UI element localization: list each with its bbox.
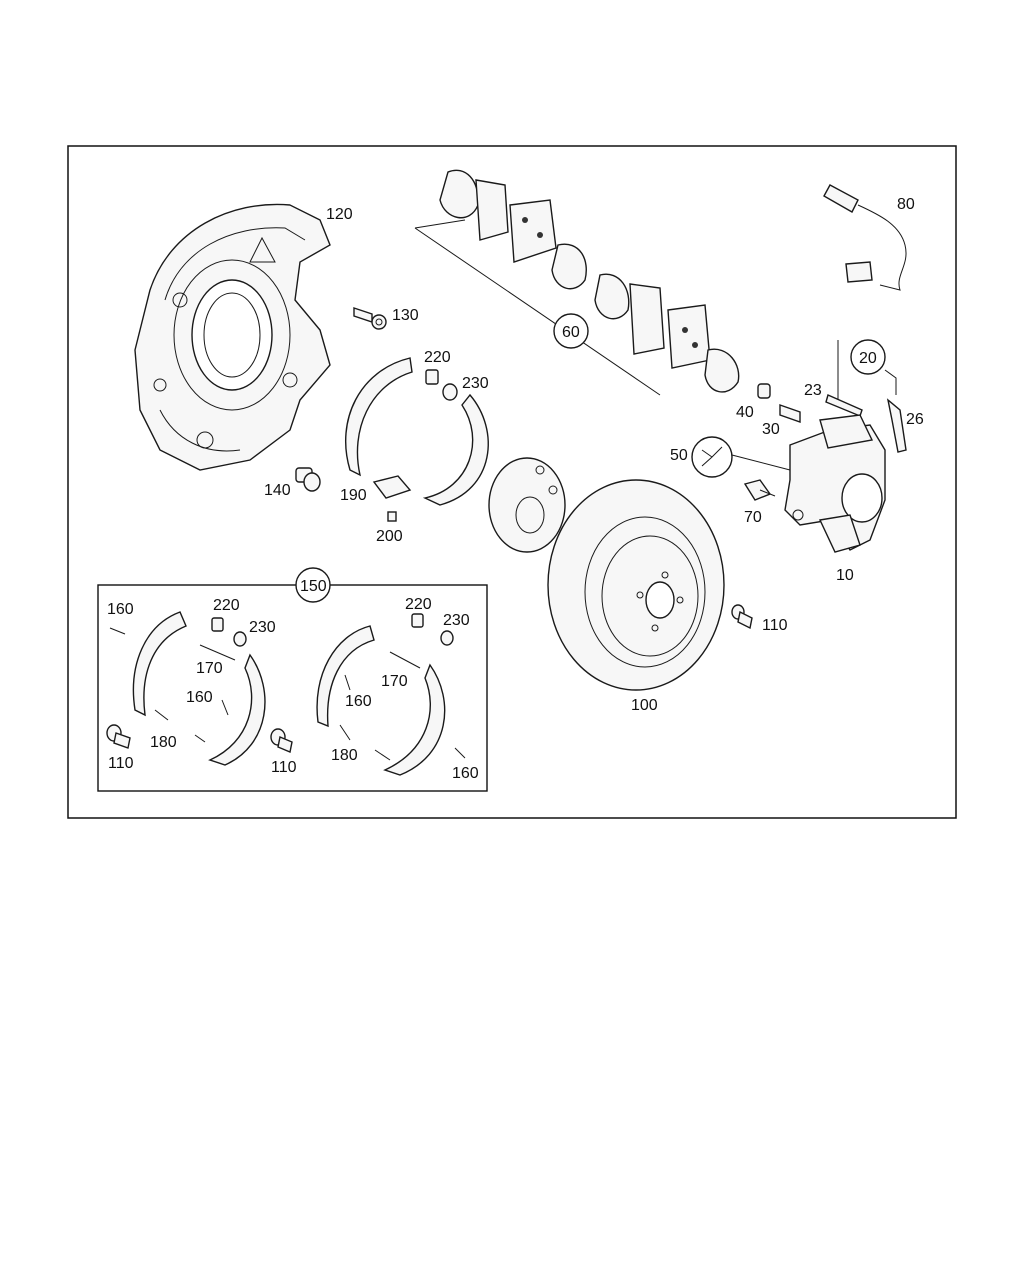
label-180-a: 180 (150, 734, 177, 751)
spring-160-d-part[interactable] (454, 747, 466, 759)
label-200: 200 (376, 528, 403, 545)
cap-230-b-part[interactable] (233, 631, 247, 647)
label-100: 100 (631, 697, 658, 714)
pin-180-b-part[interactable] (339, 724, 391, 761)
label-170-a: 170 (196, 660, 223, 677)
caliper-part[interactable] (784, 414, 886, 553)
label-230-c: 230 (443, 612, 470, 629)
hub-part[interactable] (488, 457, 566, 553)
nut-220-upper[interactable] (425, 369, 439, 385)
cap-230-c-part[interactable] (440, 630, 454, 646)
label-120: 120 (326, 206, 353, 223)
nut-220-b-part[interactable] (211, 617, 224, 632)
label-160-c: 160 (345, 693, 372, 710)
plug-140-part[interactable] (295, 467, 321, 492)
part-200[interactable] (387, 511, 397, 522)
dust-shield-part[interactable] (134, 203, 331, 471)
badge-60 (553, 313, 589, 349)
label-20: 20 (859, 350, 877, 367)
label-160-a: 160 (107, 601, 134, 618)
parking-brake-shoes-part[interactable] (345, 357, 489, 506)
label-60: 60 (562, 324, 580, 341)
label-170-b: 170 (381, 673, 408, 690)
label-50: 50 (670, 447, 688, 464)
bolt-70-part[interactable] (743, 479, 776, 501)
spring-170-a-part[interactable] (199, 644, 236, 661)
nut-220-c-part[interactable] (411, 613, 424, 628)
label-26: 26 (906, 411, 924, 428)
label-180-b: 180 (331, 747, 358, 764)
screw-110-right[interactable] (731, 604, 753, 630)
badge-20 (850, 339, 886, 375)
label-230-upper: 230 (462, 375, 489, 392)
label-220-c: 220 (405, 596, 432, 613)
label-110-right: 110 (762, 617, 788, 634)
cap-230-upper[interactable] (442, 383, 458, 401)
spring-160-a-part[interactable] (109, 627, 126, 635)
shoe-pair-right[interactable] (316, 625, 446, 776)
wrench-50-part[interactable] (691, 436, 791, 478)
label-40: 40 (736, 404, 754, 421)
label-160-d: 160 (452, 765, 479, 782)
bracket-20-leader (837, 340, 897, 405)
shoe-kit-box (97, 584, 488, 792)
shoe-pair-left[interactable] (132, 611, 266, 766)
label-130: 130 (392, 307, 419, 324)
spring-160-c-part[interactable] (344, 674, 351, 691)
brake-rotor-part[interactable] (547, 479, 725, 691)
label-160-b: 160 (186, 689, 213, 706)
label-140: 140 (264, 482, 291, 499)
bolt-130-part[interactable] (353, 307, 387, 330)
label-230-b: 230 (249, 619, 276, 636)
wear-sensor-part[interactable] (823, 184, 907, 291)
badge-150 (295, 567, 331, 603)
pin-180-a-part[interactable] (154, 709, 206, 743)
brake-pad-set-part[interactable] (414, 169, 740, 396)
spring-170-b-part[interactable] (389, 651, 421, 669)
label-110-c: 110 (271, 759, 297, 776)
label-30: 30 (762, 421, 780, 438)
label-110-b: 110 (108, 755, 134, 772)
label-150: 150 (300, 578, 327, 595)
adjuster-190-part[interactable] (372, 475, 412, 499)
screw-110-b-part[interactable] (106, 724, 131, 749)
spring-160-b-part[interactable] (221, 699, 229, 716)
label-23: 23 (804, 382, 822, 399)
label-80: 80 (897, 196, 915, 213)
cap-40-part[interactable] (757, 383, 771, 399)
clip-26-part[interactable] (886, 398, 907, 453)
label-190: 190 (340, 487, 367, 504)
label-70: 70 (744, 509, 762, 526)
label-10: 10 (836, 567, 854, 584)
label-220-upper: 220 (424, 349, 451, 366)
bleeder-30-part[interactable] (779, 404, 801, 423)
label-220-b: 220 (213, 597, 240, 614)
screw-110-c-part[interactable] (270, 728, 293, 753)
